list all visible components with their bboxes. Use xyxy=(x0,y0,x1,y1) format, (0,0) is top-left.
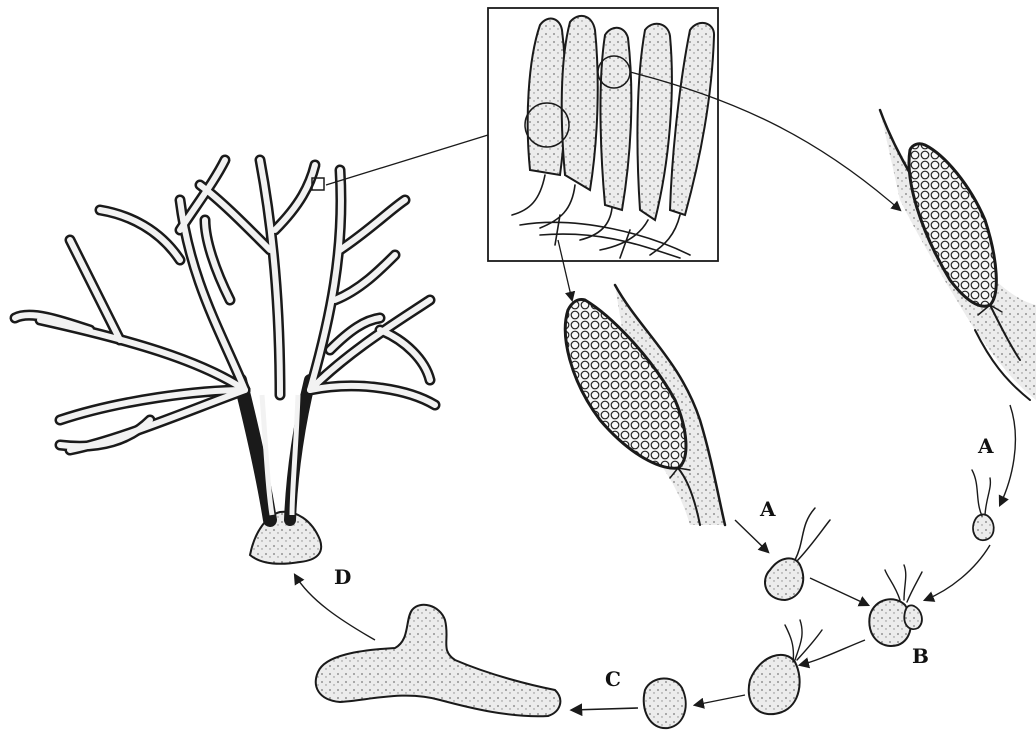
arrow-a-left xyxy=(735,520,768,552)
inset-icon xyxy=(488,8,718,261)
germling-icon xyxy=(316,605,561,716)
arrow-right-to-fusion xyxy=(925,545,990,600)
sporangium-left-icon xyxy=(565,285,725,525)
zygote-fusion-icon xyxy=(869,565,922,646)
rounded-zygote-icon xyxy=(644,678,686,728)
zygote-icon xyxy=(749,620,822,714)
zoospore-right-icon xyxy=(972,470,994,540)
label-c: C xyxy=(605,667,621,691)
arrow-c xyxy=(572,708,638,710)
label-a-right: A xyxy=(977,434,994,458)
arrow-a-right xyxy=(1000,405,1015,505)
thallus-icon xyxy=(15,160,435,564)
label-a-left: A xyxy=(759,497,776,521)
arrow-fusion-to-zygote xyxy=(800,640,865,665)
sporangium-right-icon xyxy=(880,110,1036,400)
label-d: D xyxy=(334,565,351,589)
zoom-connector xyxy=(326,135,488,185)
arrow-left-to-fusion xyxy=(810,578,868,605)
zoospore-left-icon xyxy=(765,508,830,600)
arrow-zygote-to-round xyxy=(695,695,745,705)
label-b: B xyxy=(912,644,929,668)
